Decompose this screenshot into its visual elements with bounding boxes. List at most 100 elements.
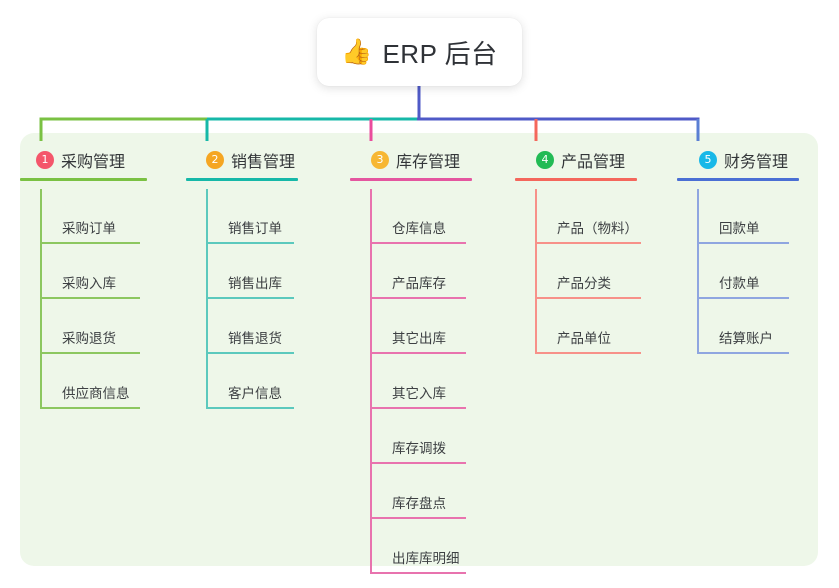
column-items: 产品（物料） 产品分类产品单位 — [535, 189, 670, 354]
leaf-item[interactable]: 客户信息 — [206, 354, 340, 409]
leaf-item[interactable]: 出库库明细 — [370, 519, 515, 574]
leaf-item-label: 销售订单 — [228, 221, 282, 236]
leaf-item-underline — [697, 242, 789, 244]
leaf-item[interactable]: 采购订单 — [40, 189, 180, 244]
leaf-item-underline — [535, 352, 641, 354]
leaf-item[interactable]: 产品分类 — [535, 244, 670, 299]
column-spine — [370, 189, 372, 574]
leaf-item-label: 结算账户 — [719, 331, 773, 346]
leaf-item[interactable]: 销售订单 — [206, 189, 340, 244]
leaf-item-label: 产品单位 — [557, 331, 611, 346]
leaf-item[interactable]: 库存盘点 — [370, 464, 515, 519]
leaf-item[interactable]: 产品（物料） — [535, 189, 670, 244]
column-spine — [206, 189, 208, 409]
column-title: 产品管理 — [561, 154, 626, 171]
column-1: 1 采购管理采购订单采购入库采购退货供应商信息 — [20, 147, 180, 409]
column-badge-icon: 1 — [36, 151, 54, 169]
leaf-item-label: 仓库信息 — [392, 221, 446, 236]
column-header-4[interactable]: 4 产品管理 — [520, 147, 670, 173]
column-header-2[interactable]: 2 销售管理 — [190, 147, 340, 173]
column-badge-icon: 2 — [206, 151, 224, 169]
leaf-item-underline — [40, 297, 140, 299]
leaf-item-underline — [40, 242, 140, 244]
column-spine — [40, 189, 42, 409]
column-badge-icon: 5 — [699, 151, 717, 169]
leaf-item-label: 销售退货 — [228, 331, 282, 346]
column-title: 采购管理 — [61, 154, 126, 171]
leaf-item[interactable]: 库存调拨 — [370, 409, 515, 464]
leaf-item[interactable]: 结算账户 — [697, 299, 818, 354]
column-items: 销售订单销售出库销售退货客户信息 — [206, 189, 340, 409]
leaf-item-underline — [535, 242, 641, 244]
leaf-item[interactable]: 仓库信息 — [370, 189, 515, 244]
column-spine — [697, 189, 699, 354]
root-node-title: ERP 后台 — [382, 38, 498, 69]
leaf-item[interactable]: 供应商信息 — [40, 354, 180, 409]
leaf-item[interactable]: 销售退货 — [206, 299, 340, 354]
leaf-item-underline — [370, 242, 466, 244]
leaf-item-underline — [697, 297, 789, 299]
root-node-card[interactable]: 👍 ERP 后台 — [317, 18, 522, 86]
leaf-item-label: 产品（物料） — [557, 221, 638, 236]
leaf-item[interactable]: 付款单 — [697, 244, 818, 299]
leaf-item-label: 回款单 — [719, 221, 760, 236]
column-title: 财务管理 — [724, 154, 789, 171]
column-header-5[interactable]: 5 财务管理 — [683, 147, 818, 173]
leaf-item-label: 采购退货 — [62, 331, 116, 346]
column-header-1[interactable]: 1 采购管理 — [20, 147, 180, 173]
column-underline — [20, 178, 147, 181]
leaf-item-underline — [206, 297, 294, 299]
leaf-item-label: 其它入库 — [392, 386, 446, 401]
leaf-item-label: 采购订单 — [62, 221, 116, 236]
leaf-item-underline — [40, 407, 140, 409]
column-header-3[interactable]: 3 库存管理 — [355, 147, 515, 173]
leaf-item-underline — [40, 352, 140, 354]
leaf-item-underline — [206, 352, 294, 354]
column-4: 4 产品管理产品（物料） 产品分类产品单位 — [515, 147, 670, 354]
leaf-item[interactable]: 回款单 — [697, 189, 818, 244]
column-3: 3 库存管理仓库信息产品库存其它出库其它入库库存调拨库存盘点出库库明细 — [350, 147, 515, 574]
leaf-item-label: 产品分类 — [557, 276, 611, 291]
leaf-item[interactable]: 采购退货 — [40, 299, 180, 354]
column-2: 2 销售管理销售订单销售出库销售退货客户信息 — [186, 147, 340, 409]
leaf-item-label: 库存调拨 — [392, 441, 446, 456]
column-underline — [677, 178, 799, 181]
leaf-item-underline — [206, 407, 294, 409]
column-items: 仓库信息产品库存其它出库其它入库库存调拨库存盘点出库库明细 — [370, 189, 515, 574]
leaf-item-label: 付款单 — [719, 276, 760, 291]
column-title: 销售管理 — [231, 154, 296, 171]
leaf-item-label: 供应商信息 — [62, 386, 130, 401]
leaf-item[interactable]: 采购入库 — [40, 244, 180, 299]
column-items: 采购订单采购入库采购退货供应商信息 — [40, 189, 180, 409]
leaf-item-underline — [370, 407, 466, 409]
leaf-item-label: 产品库存 — [392, 276, 446, 291]
leaf-item[interactable]: 产品单位 — [535, 299, 670, 354]
column-items: 回款单付款单结算账户 — [697, 189, 818, 354]
column-underline — [350, 178, 472, 181]
leaf-item-label: 销售出库 — [228, 276, 282, 291]
thumbs-up-icon: 👍 — [341, 37, 373, 66]
leaf-item-label: 其它出库 — [392, 331, 446, 346]
column-badge-icon: 4 — [536, 151, 554, 169]
leaf-item-label: 客户信息 — [228, 386, 282, 401]
leaf-item-underline — [370, 517, 466, 519]
leaf-item-underline — [370, 297, 466, 299]
leaf-item-underline — [206, 242, 294, 244]
leaf-item-label: 采购入库 — [62, 276, 116, 291]
leaf-item-underline — [697, 352, 789, 354]
leaf-item[interactable]: 销售出库 — [206, 244, 340, 299]
leaf-item-underline — [370, 352, 466, 354]
leaf-item[interactable]: 其它出库 — [370, 299, 515, 354]
column-5: 5 财务管理回款单付款单结算账户 — [677, 147, 818, 354]
column-title: 库存管理 — [396, 154, 461, 171]
leaf-item-label: 库存盘点 — [392, 496, 446, 511]
leaf-item-label: 出库库明细 — [392, 551, 460, 566]
leaf-item[interactable]: 其它入库 — [370, 354, 515, 409]
leaf-item[interactable]: 产品库存 — [370, 244, 515, 299]
leaf-item-underline — [370, 572, 466, 574]
column-badge-icon: 3 — [371, 151, 389, 169]
leaf-item-underline — [370, 462, 466, 464]
leaf-item-underline — [535, 297, 641, 299]
column-spine — [535, 189, 537, 354]
column-underline — [515, 178, 637, 181]
